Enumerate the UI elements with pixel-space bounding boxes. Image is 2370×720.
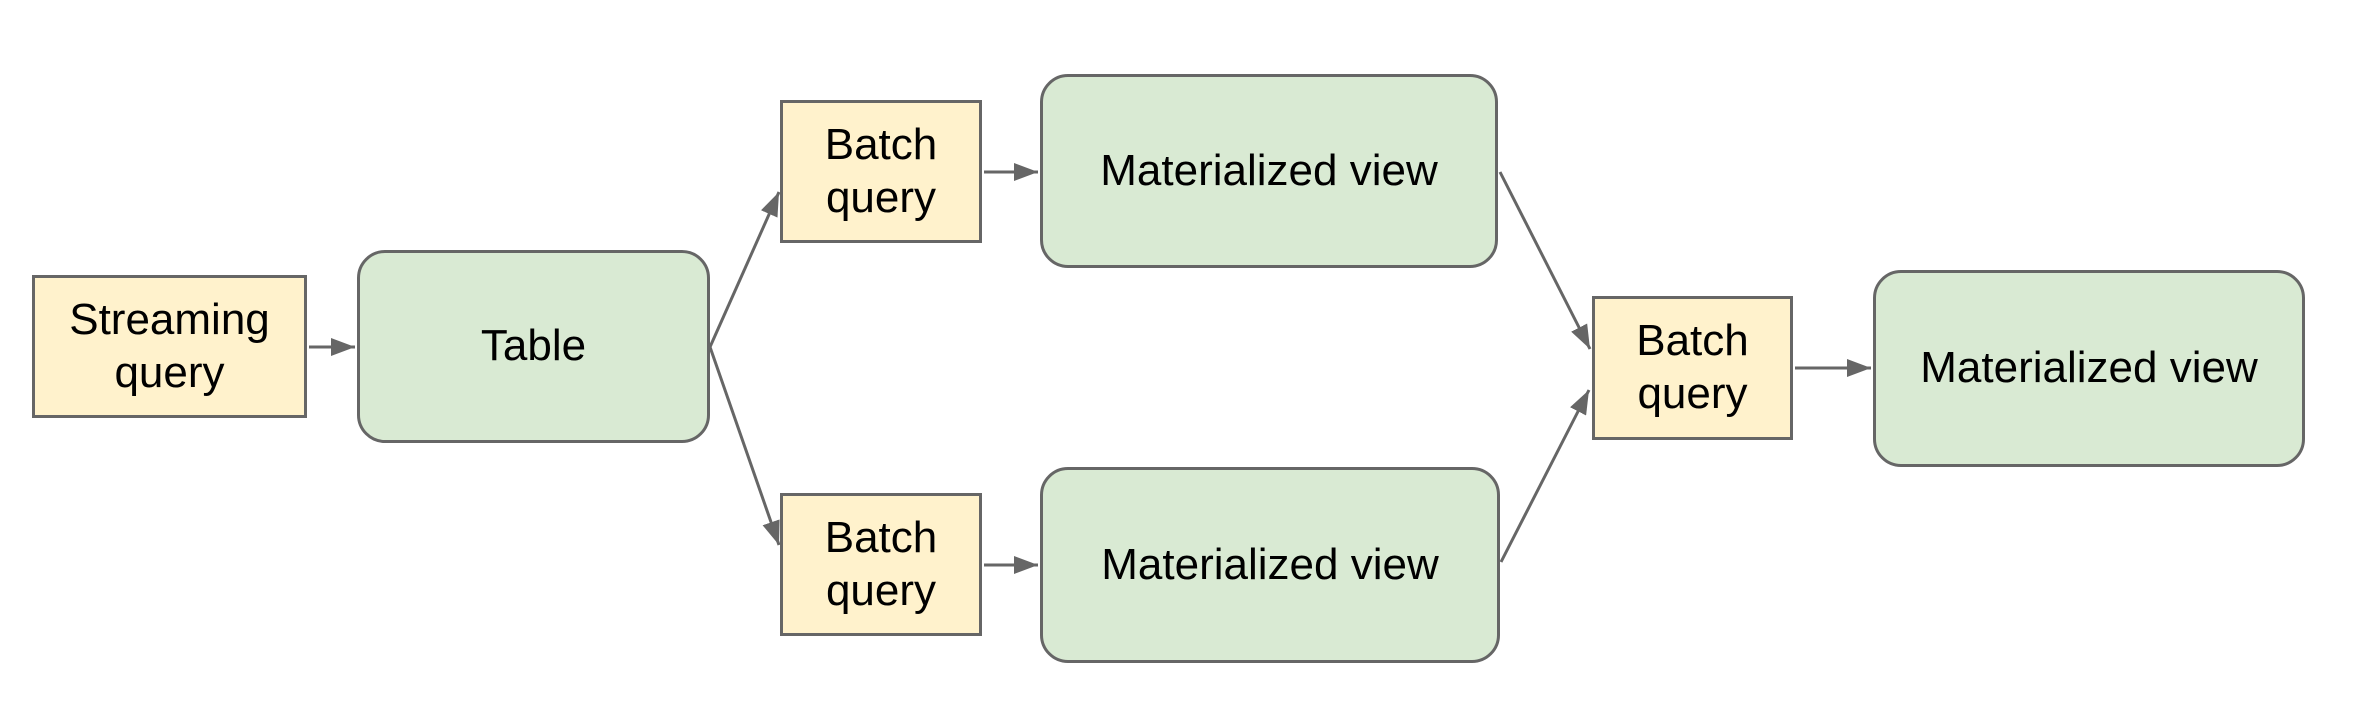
node-streaming-query-label: Streaming query xyxy=(69,294,270,397)
node-batch-query-top: Batch query xyxy=(780,100,982,243)
node-batch-query-center: Batch query xyxy=(1592,296,1793,440)
node-streaming-query: Streaming query xyxy=(32,275,307,418)
node-materialized-view-bottom: Materialized view xyxy=(1040,467,1500,663)
edge-mv-top-to-batch-center xyxy=(1498,171,1592,350)
node-batch-query-bottom: Batch query xyxy=(780,493,982,636)
node-batch-query-top-label: Batch query xyxy=(824,119,938,222)
node-batch-query-bottom-label: Batch query xyxy=(824,512,938,615)
node-materialized-view-top: Materialized view xyxy=(1040,74,1498,268)
node-materialized-view-bottom-label: Materialized view xyxy=(1101,539,1439,589)
node-table: Table xyxy=(357,250,710,443)
node-materialized-view-right-label: Materialized view xyxy=(1920,343,2258,393)
node-materialized-view-top-label: Materialized view xyxy=(1100,145,1438,195)
node-materialized-view-right: Materialized view xyxy=(1873,270,2305,467)
edge-table-to-batch-bottom xyxy=(708,346,781,546)
edge-mv-bottom-to-batch-center xyxy=(1499,389,1591,563)
node-batch-query-center-label: Batch query xyxy=(1636,316,1749,418)
node-table-label: Table xyxy=(480,321,587,371)
edge-table-to-batch-top xyxy=(708,191,781,348)
